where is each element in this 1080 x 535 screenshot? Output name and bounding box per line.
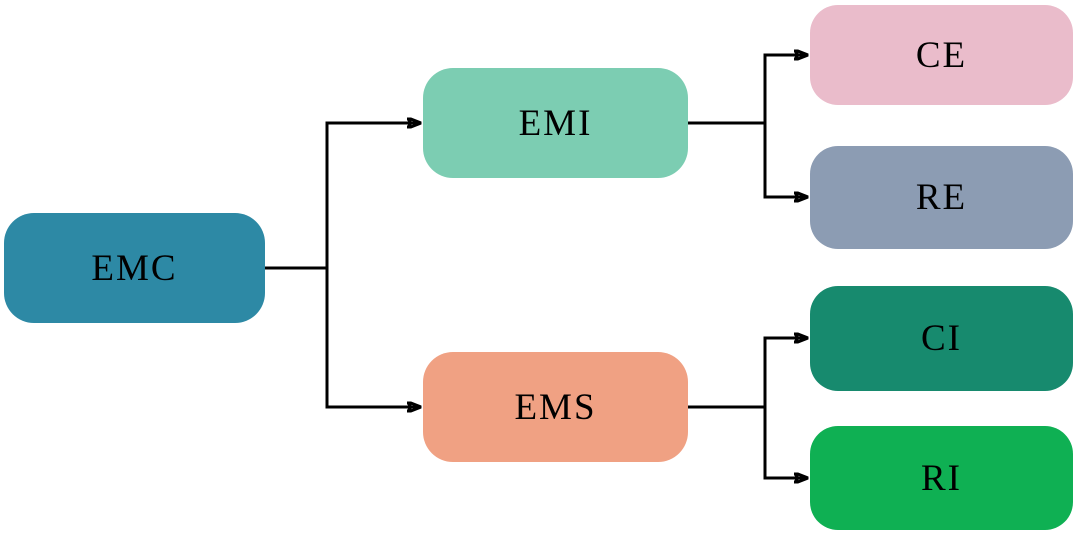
node-re: RE	[810, 146, 1073, 249]
node-ri: RI	[810, 426, 1073, 530]
node-emc-label: EMC	[91, 247, 178, 289]
node-re-label: RE	[915, 177, 968, 218]
node-emi: EMI	[423, 68, 688, 178]
node-ce: CE	[810, 5, 1073, 105]
node-ce-label: CE	[915, 34, 968, 76]
node-ems: EMS	[423, 352, 688, 462]
node-ri-label: RI	[921, 457, 962, 499]
node-emc: EMC	[4, 213, 265, 323]
node-emi-label: EMI	[518, 102, 593, 144]
node-ems-label: EMS	[514, 386, 597, 428]
node-ci: CI	[810, 286, 1073, 391]
node-ci-label: CI	[921, 318, 962, 359]
